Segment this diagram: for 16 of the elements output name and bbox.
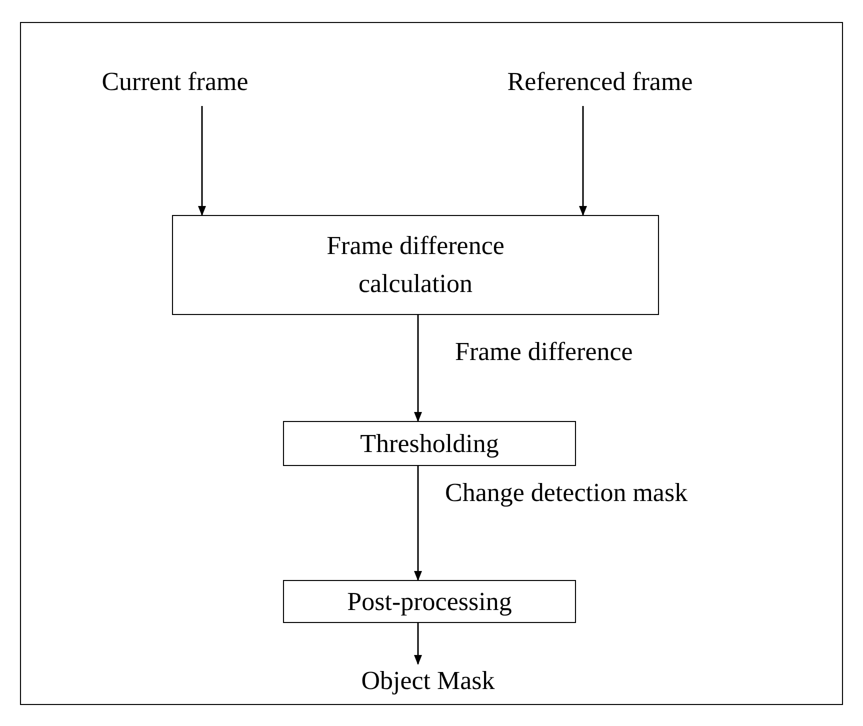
arrow xyxy=(414,466,422,581)
arrow xyxy=(414,315,422,422)
process-box xyxy=(172,215,659,315)
box-text: Thresholding xyxy=(359,428,500,460)
arrow xyxy=(579,106,587,216)
box-text: Frame difference calculation xyxy=(326,230,506,300)
io-label: Referenced frame xyxy=(440,62,760,102)
arrow xyxy=(414,623,422,665)
process-box xyxy=(283,421,576,466)
edge-label: Frame difference xyxy=(455,337,633,367)
arrow xyxy=(198,106,206,216)
box-text: Post-processing xyxy=(346,586,513,618)
io-label: Object Mask xyxy=(320,664,536,698)
io-label: Current frame xyxy=(70,62,280,102)
edge-label: Change detection mask xyxy=(445,478,688,508)
process-box xyxy=(283,580,576,623)
